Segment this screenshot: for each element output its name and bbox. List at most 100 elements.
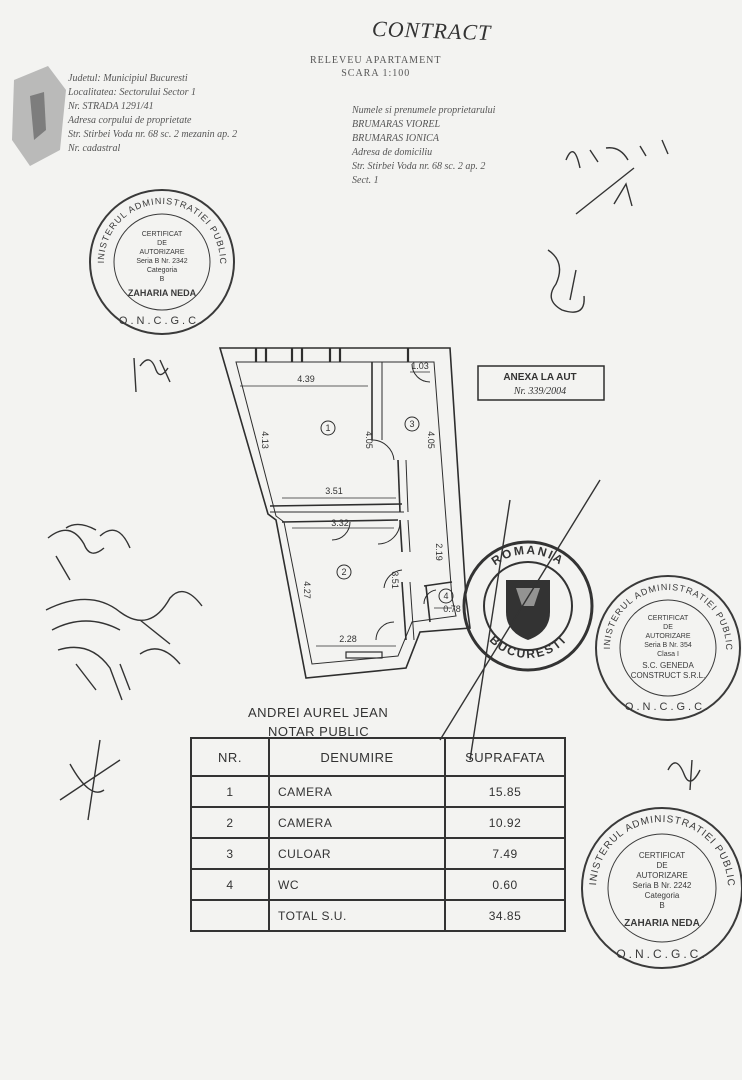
- table-row: 2 CAMERA 10.92: [190, 806, 566, 839]
- room-number: 2: [341, 567, 346, 577]
- notary-name: ANDREI AUREL JEAN: [248, 705, 389, 720]
- svg-text:Seria B Nr. 2342: Seria B Nr. 2342: [136, 258, 187, 265]
- seal-stamp: ROMANIA BUCURESTI: [462, 540, 594, 672]
- total-nr-cell: [190, 899, 270, 932]
- svg-text:DE: DE: [663, 624, 673, 631]
- dimension-label: 4.27: [302, 581, 312, 599]
- door-swing: [375, 621, 395, 641]
- dimension-label: 2.19: [434, 543, 444, 561]
- subtitle-line-2: SCARA 1:100: [341, 68, 411, 79]
- table-row: 1 CAMERA 15.85: [190, 775, 566, 808]
- room-area-cell: 0.60: [444, 868, 566, 901]
- svg-text:ZAHARIA NEDA: ZAHARIA NEDA: [624, 918, 700, 929]
- property-info-block: Judetul: Municipiul Bucuresti Localitate…: [68, 72, 237, 156]
- owner-info-line: Numele si prenumele proprietarului: [352, 105, 496, 116]
- svg-text:B: B: [160, 276, 165, 283]
- room-area-cell: 15.85: [444, 775, 566, 808]
- apartment-inner-outline: [235, 361, 457, 665]
- property-info-line: Localitatea: Sectorului Sector 1: [68, 87, 197, 98]
- owner-info-block: Numele si prenumele proprietarului BRUMA…: [352, 104, 495, 188]
- subtitle-line-1: RELEVEU APARTAMENT: [310, 55, 442, 66]
- svg-text:O.N.C.G.C.: O.N.C.G.C.: [616, 947, 707, 961]
- column-header: DENUMIRE: [268, 737, 446, 777]
- room-number: 3: [409, 419, 414, 429]
- door-swing: [411, 363, 431, 383]
- dimension-label: 0.78: [443, 604, 461, 614]
- svg-text:CONSTRUCT S.R.L.: CONSTRUCT S.R.L.: [631, 671, 706, 680]
- owner-info-line: Adresa de domiciliu: [352, 147, 433, 158]
- table-row: 3 CULOAR 7.49: [190, 837, 566, 870]
- room-number: 4: [443, 591, 448, 601]
- svg-text:Nr. 339/2004: Nr. 339/2004: [513, 386, 566, 397]
- coat-of-arms-icon: [506, 580, 550, 640]
- wall: [425, 585, 431, 623]
- room-marker: [320, 420, 336, 436]
- svg-text:O.N.C.G.C.: O.N.C.G.C.: [625, 701, 711, 713]
- owner-info-line: BRUMARAS IONICA: [352, 133, 439, 144]
- signature: [439, 479, 601, 761]
- signature: [45, 590, 203, 645]
- dimension-label: 4.39: [297, 374, 315, 384]
- room-name-cell: CULOAR: [268, 837, 446, 870]
- dimension-label: 4.13: [260, 431, 270, 449]
- wall: [399, 519, 403, 553]
- table-header-row: NR. DENUMIRE SUPRAFATA: [190, 737, 566, 777]
- svg-text:AUTORIZARE: AUTORIZARE: [636, 871, 687, 880]
- round-stamp: CERTIFICAT DE AUTORIZARE Seria B Nr. 234…: [89, 189, 235, 335]
- svg-text:ANEXA LA AUT: ANEXA LA AUT: [503, 372, 576, 383]
- wall: [397, 459, 401, 513]
- room-area-cell: 10.92: [444, 806, 566, 839]
- annex-stamp: ANEXA LA AUT Nr. 339/2004: [477, 365, 605, 401]
- door-swing: [331, 521, 351, 541]
- notary-block: ANDREI AUREL JEAN NOTAR PUBLIC: [248, 703, 388, 741]
- room-nr-cell: 4: [190, 868, 270, 901]
- dimension-label: 1.03: [411, 361, 429, 371]
- svg-text:B: B: [659, 901, 664, 910]
- door-swing: [371, 439, 395, 461]
- door-swing: [423, 589, 437, 605]
- signature: [565, 139, 669, 215]
- wall: [423, 581, 453, 587]
- property-info-line: Adresa corpului de proprietate: [68, 115, 192, 126]
- round-stamp: CERTIFICAT DE AUTORIZARE Seria B Nr. 354…: [595, 575, 741, 721]
- property-info-line: Str. Stirbei Voda nr. 68 sc. 2 mezanin a…: [68, 129, 238, 140]
- room-name-cell: CAMERA: [268, 775, 446, 808]
- column-header: NR.: [190, 737, 270, 777]
- room-nr-cell: 1: [190, 775, 270, 808]
- document-subtitle: RELEVEU APARTAMENT SCARA 1:100: [310, 54, 442, 80]
- dimension-label: 2.28: [339, 634, 357, 644]
- round-stamp: CERTIFICAT DE AUTORIZARE Seria B Nr. 224…: [581, 807, 742, 969]
- signature: [57, 646, 181, 701]
- owner-info-line: Str. Stirbei Voda nr. 68 sc. 2 ap. 2: [352, 161, 486, 172]
- wall: [405, 459, 409, 513]
- svg-text:S.C. GENEDA: S.C. GENEDA: [642, 661, 694, 670]
- table-total-row: TOTAL S.U. 34.85: [190, 899, 566, 932]
- room-marker: [336, 564, 352, 580]
- apartment-outline: [218, 347, 471, 679]
- scan-smudge: [30, 92, 46, 140]
- svg-text:ZAHARIA NEDA: ZAHARIA NEDA: [128, 288, 197, 298]
- room-name-cell: WC: [268, 868, 446, 901]
- window-bottom: [345, 651, 383, 659]
- svg-text:AUTORIZARE: AUTORIZARE: [646, 633, 691, 640]
- svg-text:Seria B Nr. 354: Seria B Nr. 354: [644, 642, 692, 649]
- floor-plan: [218, 347, 471, 679]
- room-marker: [438, 588, 454, 604]
- wall: [407, 519, 411, 553]
- dimension-label: 3.51: [325, 486, 343, 496]
- room-area-cell: 7.49: [444, 837, 566, 870]
- wall: [269, 503, 403, 507]
- svg-text:AUTORIZARE: AUTORIZARE: [140, 249, 185, 256]
- svg-text:O.N.C.G.C.: O.N.C.G.C.: [119, 315, 205, 327]
- svg-text:Categoria: Categoria: [645, 891, 680, 900]
- svg-text:Clasa I: Clasa I: [657, 651, 679, 658]
- svg-text:CERTIFICAT: CERTIFICAT: [648, 615, 689, 622]
- svg-text:DE: DE: [157, 240, 167, 247]
- room-nr-cell: 3: [190, 837, 270, 870]
- svg-text:Seria B Nr. 2242: Seria B Nr. 2242: [633, 881, 692, 890]
- property-info-line: Judetul: Municipiul Bucuresti: [68, 73, 188, 84]
- signature: [59, 739, 121, 821]
- dimension-label: 4.05: [364, 431, 374, 449]
- property-info-line: Nr. cadastral: [68, 143, 121, 154]
